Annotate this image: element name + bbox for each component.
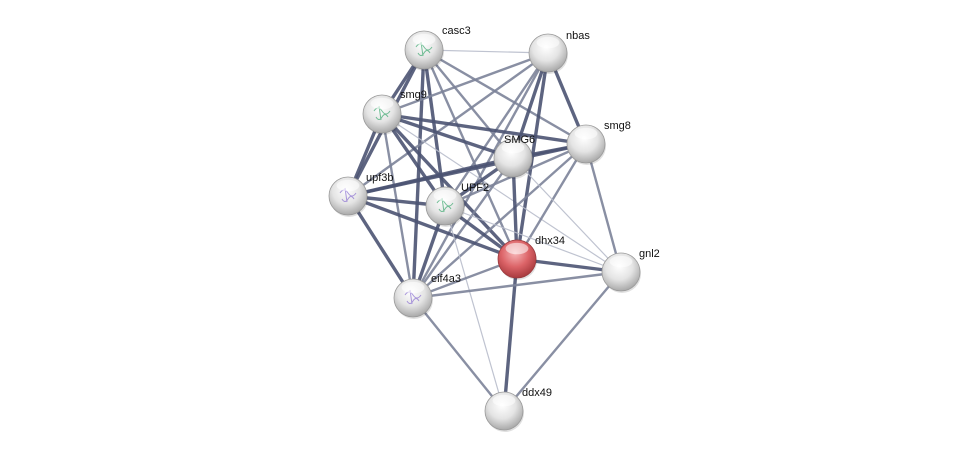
edge-casc3-dhx34[interactable]	[422, 49, 519, 260]
node-highlight	[609, 255, 633, 268]
edge-nbas-eif4a3[interactable]	[411, 52, 550, 299]
node-highlight	[412, 33, 436, 46]
edge-nbas-smg9[interactable]	[381, 51, 549, 116]
edge-casc3-eif4a3[interactable]	[411, 49, 426, 299]
node-highlight	[370, 97, 394, 110]
edge-gnl2-eif4a3[interactable]	[412, 270, 622, 300]
node-UPF2[interactable]: UPF2	[425, 182, 489, 227]
node-highlight	[501, 141, 525, 154]
edge-smg9-smg8[interactable]	[381, 112, 587, 146]
node-highlight	[401, 281, 425, 294]
edge-casc3-nbas[interactable]	[423, 49, 549, 54]
edge-UPF2-gnl2[interactable]	[444, 205, 622, 273]
edge-gnl2-ddx49[interactable]	[503, 271, 622, 412]
node-gnl2[interactable]: gnl2	[601, 248, 660, 293]
edge-smg8-dhx34[interactable]	[515, 143, 588, 260]
edge-dhx34-ddx49[interactable]	[502, 258, 519, 412]
node-label: upf3b	[366, 172, 394, 184]
node-label: UPF2	[461, 182, 489, 194]
edge-smg9-SMG6[interactable]	[381, 112, 514, 160]
node-eif4a3[interactable]: eif4a3	[393, 273, 461, 319]
node-nbas[interactable]: nbas	[528, 30, 590, 74]
node-highlight	[336, 179, 360, 192]
node-ddx49[interactable]: ddx49	[484, 387, 552, 432]
node-label: smg9	[400, 89, 427, 101]
node-label: eif4a3	[431, 273, 461, 285]
node-casc3[interactable]: casc3	[404, 25, 471, 71]
edge-SMG6-upf3b[interactable]	[347, 156, 514, 198]
node-label: SMG6	[504, 134, 535, 146]
node-highlight	[492, 394, 516, 407]
node-smg8[interactable]: smg8	[566, 120, 631, 165]
node-highlight	[433, 189, 457, 202]
node-highlight	[536, 36, 560, 49]
edge-smg9-gnl2[interactable]	[381, 113, 622, 273]
edge-smg8-eif4a3[interactable]	[412, 143, 587, 299]
node-label: gnl2	[639, 248, 660, 260]
edge-casc3-SMG6[interactable]	[423, 49, 514, 159]
edge-upf3b-dhx34[interactable]	[347, 194, 518, 261]
node-highlight	[505, 242, 529, 255]
node-dhx34[interactable]: dhx34	[497, 235, 565, 280]
node-upf3b[interactable]: upf3b	[328, 172, 394, 217]
edge-UPF2-ddx49[interactable]	[444, 205, 505, 412]
edge-SMG6-gnl2[interactable]	[512, 157, 622, 273]
node-label: casc3	[442, 25, 471, 37]
node-highlight	[574, 127, 598, 140]
node-SMG6[interactable]: SMG6	[493, 134, 535, 179]
node-label: smg8	[604, 120, 631, 132]
node-smg9[interactable]: smg9	[362, 89, 427, 135]
node-label: ddx49	[522, 387, 552, 399]
edge-smg8-gnl2[interactable]	[584, 143, 623, 273]
node-label: nbas	[566, 30, 590, 42]
edge-smg9-eif4a3[interactable]	[380, 113, 415, 299]
edge-smg9-dhx34[interactable]	[380, 112, 519, 261]
edge-eif4a3-ddx49[interactable]	[412, 297, 505, 412]
edge-casc3-smg8[interactable]	[423, 48, 587, 146]
node-label: dhx34	[535, 235, 565, 247]
edge-upf3b-eif4a3[interactable]	[346, 195, 415, 299]
edge-SMG6-eif4a3[interactable]	[412, 157, 514, 299]
